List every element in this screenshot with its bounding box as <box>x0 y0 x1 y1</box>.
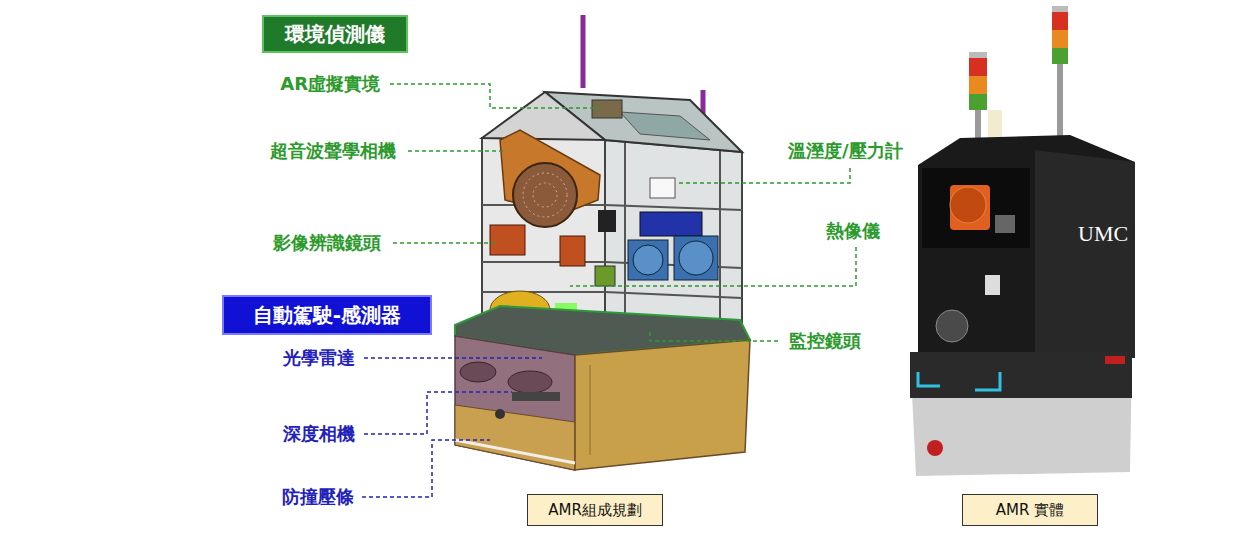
lens <box>598 210 616 232</box>
lidar <box>460 362 496 382</box>
base-side <box>575 340 750 470</box>
light-orange <box>1052 30 1068 48</box>
base-front <box>455 336 575 470</box>
sensor <box>495 409 505 419</box>
acoustic-camera <box>950 185 990 230</box>
bumper <box>455 405 575 470</box>
part-label: AR虛擬實境 <box>280 73 380 95</box>
vision-camera <box>490 225 525 255</box>
panel-line <box>590 365 591 455</box>
light-cap <box>1052 6 1068 12</box>
antenna <box>581 15 586 88</box>
roof-panel <box>620 112 710 140</box>
caption-box: AMR 實體 <box>962 494 1098 526</box>
leader-lines <box>362 84 856 497</box>
ar-module <box>592 100 622 118</box>
camera-ring <box>533 183 557 207</box>
sensor <box>985 275 1000 295</box>
caption-box: AMR組成規劃 <box>527 494 663 526</box>
fan <box>628 240 668 280</box>
box-text: 自動駕駛-感測器 <box>253 302 401 329</box>
pole <box>1057 60 1063 145</box>
monitor-camera <box>936 310 968 342</box>
lidar <box>508 371 552 393</box>
box-text: AMR組成規劃 <box>548 501 642 520</box>
light-red <box>1052 12 1068 30</box>
part-label: 防撞壓條 <box>282 486 354 508</box>
part-label: 影像辨識鏡頭 <box>273 232 381 254</box>
thermal-camera <box>560 236 585 266</box>
fan-blade <box>633 245 663 275</box>
front-window <box>922 168 1030 248</box>
group-header: 自動駕駛-感測器 <box>222 295 432 335</box>
light-orange <box>969 76 987 94</box>
box-text: 環境偵測儀 <box>285 21 385 48</box>
camera-disc <box>950 187 986 223</box>
part-label: 光學雷達 <box>283 347 355 369</box>
gable <box>482 92 605 140</box>
battery-box <box>640 212 702 236</box>
status-light <box>918 372 940 386</box>
brand-text: UMC <box>1078 221 1128 247</box>
logo <box>927 440 943 456</box>
status-light <box>975 372 1000 390</box>
light-cap <box>969 52 987 58</box>
fan <box>674 236 718 280</box>
circuit-board <box>595 266 615 286</box>
robot-side <box>1035 150 1135 358</box>
box-text: AMR 實體 <box>996 501 1064 520</box>
base-band <box>910 352 1132 398</box>
part-label: 溫溼度/壓力計 <box>788 140 903 162</box>
robot-body <box>918 135 1135 358</box>
humidity-sensor <box>650 178 675 198</box>
part-label: 深度相機 <box>283 423 355 445</box>
part-label: 監控鏡頭 <box>789 330 861 352</box>
bumper-strip <box>455 440 575 463</box>
fan-blade <box>679 241 713 275</box>
robot-base <box>910 352 1132 476</box>
light-green <box>969 94 987 110</box>
group-header: 環境偵測儀 <box>262 15 408 53</box>
part-label: 超音波聲學相機 <box>270 140 396 162</box>
light-green <box>1052 48 1068 64</box>
camera-ring <box>523 173 567 217</box>
acoustic-camera <box>513 163 577 227</box>
part-label: 熱像儀 <box>826 220 880 242</box>
module <box>995 215 1015 233</box>
light-red <box>969 58 987 76</box>
depth-camera <box>512 392 560 401</box>
housing-side <box>605 140 742 332</box>
logo <box>1105 356 1125 364</box>
